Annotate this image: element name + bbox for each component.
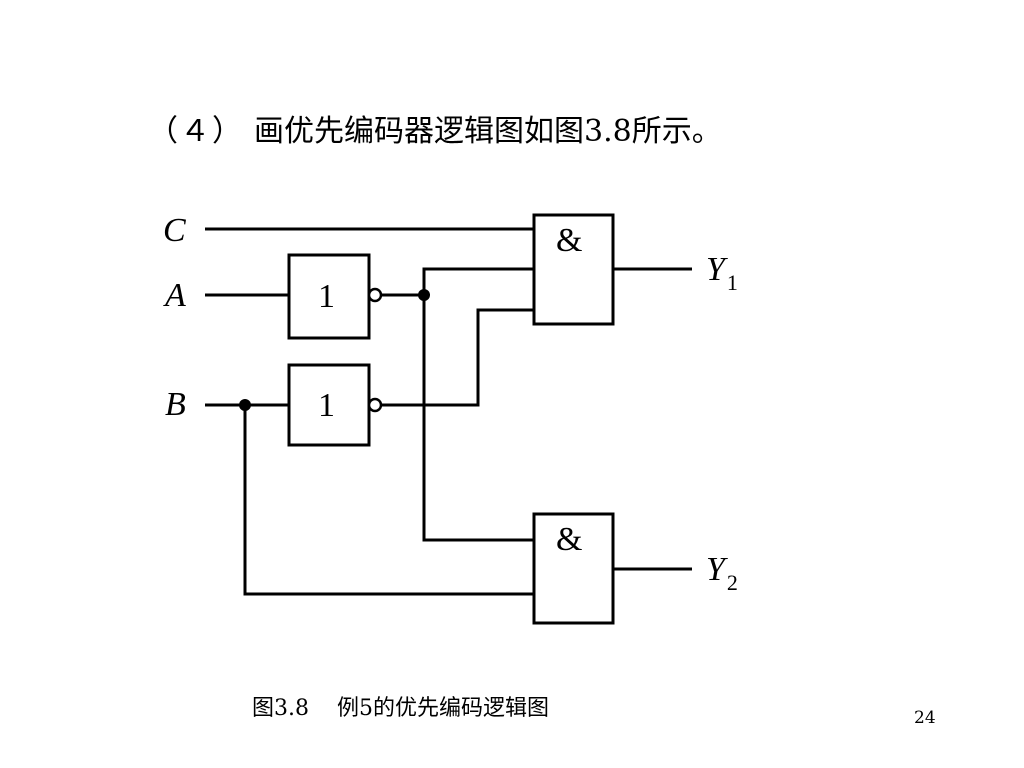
output-y2-subscript: 2 [727, 570, 738, 595]
and-gate-1 [532, 213, 615, 326]
wire-nota-to-and2 [422, 295, 534, 542]
heading-number: （４） [148, 114, 244, 149]
caption-text: 例5的优先编码逻辑图 [337, 696, 549, 721]
not-gate-a-symbol: 1 [318, 278, 335, 315]
input-label-b: B [165, 386, 186, 423]
caption-number: 图3.8 [252, 696, 309, 721]
wire-b-to-and2 [243, 405, 534, 596]
and-gate-2 [532, 512, 615, 625]
heading-text: 画优先编码器逻辑图如图3.8所示。 [254, 114, 722, 149]
not-gate-a-bubble [367, 287, 383, 303]
wire-notb-to-and1 [381, 308, 534, 407]
junction-dot-nota [418, 289, 430, 301]
input-label-c: C [163, 212, 186, 249]
output-y1-subscript: 1 [727, 270, 738, 295]
output-y2-letter: Y [706, 551, 728, 588]
input-label-a: A [163, 277, 186, 314]
not-gate-b-bubble [367, 397, 383, 413]
output-label-y2: Y2 [706, 551, 738, 595]
figure-caption: 图3.8 例5的优先编码逻辑图 [252, 690, 549, 722]
not-gate-b-symbol: 1 [318, 387, 335, 424]
page-number: 24 [914, 708, 936, 728]
output-y1-letter: Y [706, 251, 728, 288]
and-gate-1-symbol: & [556, 222, 582, 259]
and-gate-2-symbol: & [556, 521, 582, 558]
wire-nota-to-and1 [422, 267, 534, 295]
junction-dot-b [239, 399, 251, 411]
output-label-y1: Y1 [706, 251, 738, 295]
slide-heading: （４） 画优先编码器逻辑图如图3.8所示。 [148, 106, 722, 150]
